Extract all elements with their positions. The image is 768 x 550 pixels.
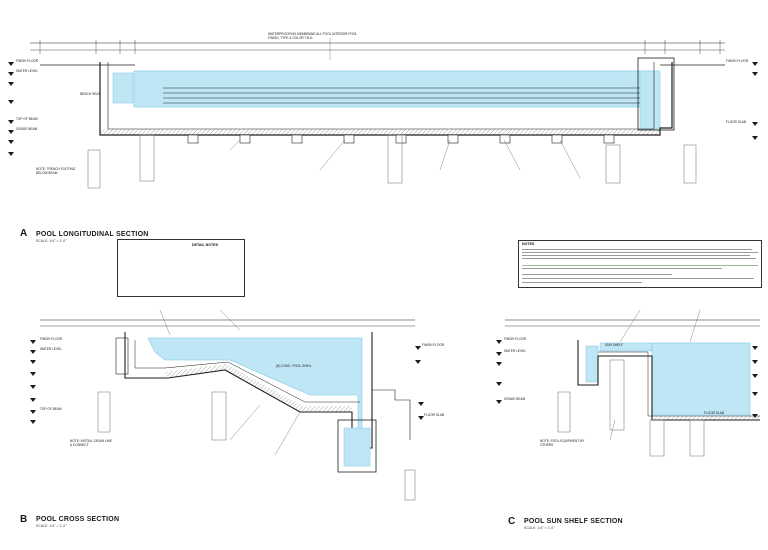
label-note-b: NOTE: INSTALL DRAIN LINE & CONNECT [70,439,112,447]
label-top-of-beam-a: TOP OF BEAM [16,117,38,121]
label-top-of-beam-b: TOP OF BEAM [40,407,62,411]
notes-line [522,282,642,284]
label-grade-beam-a: GRADE BEAM [16,127,38,131]
section-c-scale: SCALE: 1/4" = 1'-0" [524,526,555,530]
section-c-title: POOL SUN SHELF SECTION [524,518,623,525]
label-finish-floor-a-right: FINISH FLOOR [726,59,749,63]
label-finish-floor-a: FINISH FLOOR [16,59,39,63]
notes-line-highlight [522,265,758,267]
section-a-scale: SCALE: 1/4" = 1'-0" [36,239,67,243]
label-waterproofing: WATERPROOFING MEMBRANE ALL POOL INTERIOR… [268,32,358,40]
pool-water-b [147,337,363,441]
label-sun-shelf-c: SUN SHELF [605,343,623,347]
notes-line [522,258,756,260]
notes-line [522,252,758,254]
detail-title: DETAIL NOTES [192,243,219,247]
label-water-level-c: WATER LEVEL [504,349,526,353]
label-floor-slab-a: FLOOR SLAB [726,120,747,124]
label-floor-slab-b: FLOOR SLAB [424,413,445,417]
label-note-a: NOTE: TRENCH FOOTING BELOW BEAM [36,167,76,175]
notes-line [522,255,750,257]
notes-title: NOTES [522,242,535,246]
section-a-letter: A [20,228,28,239]
label-water-level-a: WATER LEVEL [16,69,38,73]
notes-line [522,249,752,251]
label-grade-beam-c: GRADE BEAM [504,397,526,401]
section-b-drawing [30,309,424,501]
label-note-c: NOTE: POOL EQUIPMENT BY OTHERS [540,439,585,447]
label-finish-floor-b-right: FINISH FLOOR [422,343,445,347]
notes-line [522,274,672,276]
label-finish-floor-c: FINISH FLOOR [504,337,527,341]
detail-box: DETAIL NOTES [117,239,245,297]
label-water-level-b: WATER LEVEL [40,347,62,351]
notes-line [522,278,754,280]
notes-line [522,268,722,270]
section-a-title: POOL LONGITUDINAL SECTION [36,231,149,238]
deep-water-a [639,70,661,130]
section-b-letter: B [20,514,28,525]
section-a-drawing [8,38,758,189]
pool-water-c [651,342,751,416]
section-b-title: POOL CROSS SECTION [36,516,120,523]
notes-box: NOTES [518,240,762,288]
section-c-letter: C [508,516,516,527]
label-floor-slab-c: FLOOR SLAB [704,411,725,415]
section-c-drawing [496,309,760,457]
label-hatch-b: (N) CONC. POOL SHELL [276,364,313,368]
label-finish-floor-b: FINISH FLOOR [40,337,63,341]
section-b-scale: SCALE: 1/4" = 1'-0" [36,524,67,528]
pool-water-a [133,70,655,108]
shallow-step-a [112,72,134,104]
label-bench-seat-a: BENCH SEAT [80,92,101,96]
